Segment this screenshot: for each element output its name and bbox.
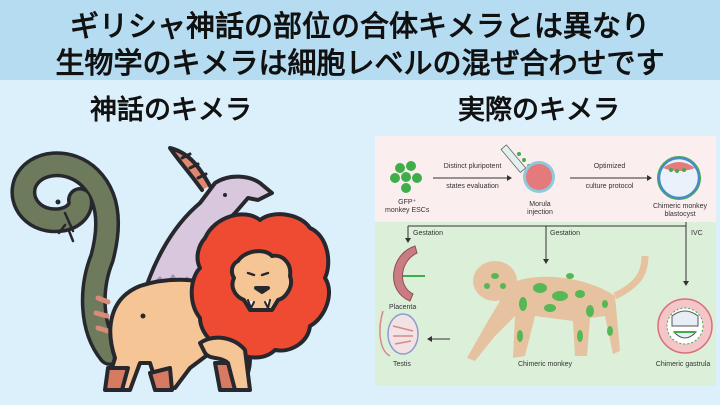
- header-line-2: 生物学のキメラは細胞レベルの混ぜ合わせです: [55, 46, 665, 80]
- header-banner: ギリシャ神話の部位の合体キメラとは異なり 生物学のキメラは細胞レベルの混ぜ合わせ…: [0, 0, 720, 80]
- blastocyst-label-line1: Chimeric monkey: [652, 203, 708, 210]
- culture-label-line2: culture protocol: [585, 183, 634, 190]
- testis-icon: [379, 310, 419, 357]
- testis-label: Testis: [393, 361, 411, 368]
- lion-head-icon: [189, 212, 331, 360]
- chimeric-monkey-figure: GFP⁺ monkey ESCs Distinct pluripotent st…: [375, 136, 716, 386]
- chimeric-monkey-icon: [467, 255, 649, 361]
- blastocyst-icon: [657, 156, 701, 200]
- esc-label: GFP⁺ monkey ESCs: [385, 199, 429, 215]
- morula-icon: [500, 144, 555, 193]
- ivc-label: IVC: [691, 230, 703, 237]
- placenta-label: Placenta: [389, 304, 417, 311]
- evaluation-label: states evaluation: [435, 183, 510, 191]
- real-chimera-title: 実際のキメラ: [458, 95, 620, 126]
- chimera-illustration: [10, 146, 331, 392]
- blastocyst-label: Chimeric monkey blastocyst: [647, 203, 713, 219]
- chimeric-monkey-label: Chimeric monkey: [517, 361, 573, 368]
- mythical-chimera-title: 神話のキメラ: [90, 95, 252, 126]
- placenta-icon: [393, 245, 425, 302]
- header-line-1: ギリシャ神話の部位の合体キメラとは異なり: [69, 9, 650, 43]
- gestation-middle-label: Gestation: [550, 230, 580, 237]
- chimeric-gastrula-icon: [657, 298, 713, 354]
- esc-label-line1: GFP⁺: [398, 199, 417, 206]
- blastocyst-label-line2: blastocyst: [664, 211, 696, 218]
- morula-label-line1: Morula: [529, 201, 551, 208]
- pluripotent-label: Distinct pluripotent: [435, 163, 510, 171]
- morula-label: Morula injection: [520, 201, 560, 217]
- chimeric-gastrula-label: Chimeric gastrula: [655, 361, 711, 368]
- optimized-label-line1: Optimized: [593, 163, 626, 170]
- pluripotent-label-line1: Distinct pluripotent: [443, 163, 502, 170]
- figure-graphics: [379, 144, 713, 361]
- culture-label: culture protocol: [572, 183, 647, 191]
- esc-cluster-icon: [390, 161, 422, 193]
- morula-label-line2: injection: [527, 209, 553, 216]
- gestation-left-label: Gestation: [413, 230, 443, 237]
- snake-tail-icon: [10, 151, 123, 366]
- evaluation-label-line2: states evaluation: [446, 183, 499, 190]
- esc-label-line2: monkey ESCs: [385, 207, 430, 214]
- optimized-label: Optimized: [572, 163, 647, 171]
